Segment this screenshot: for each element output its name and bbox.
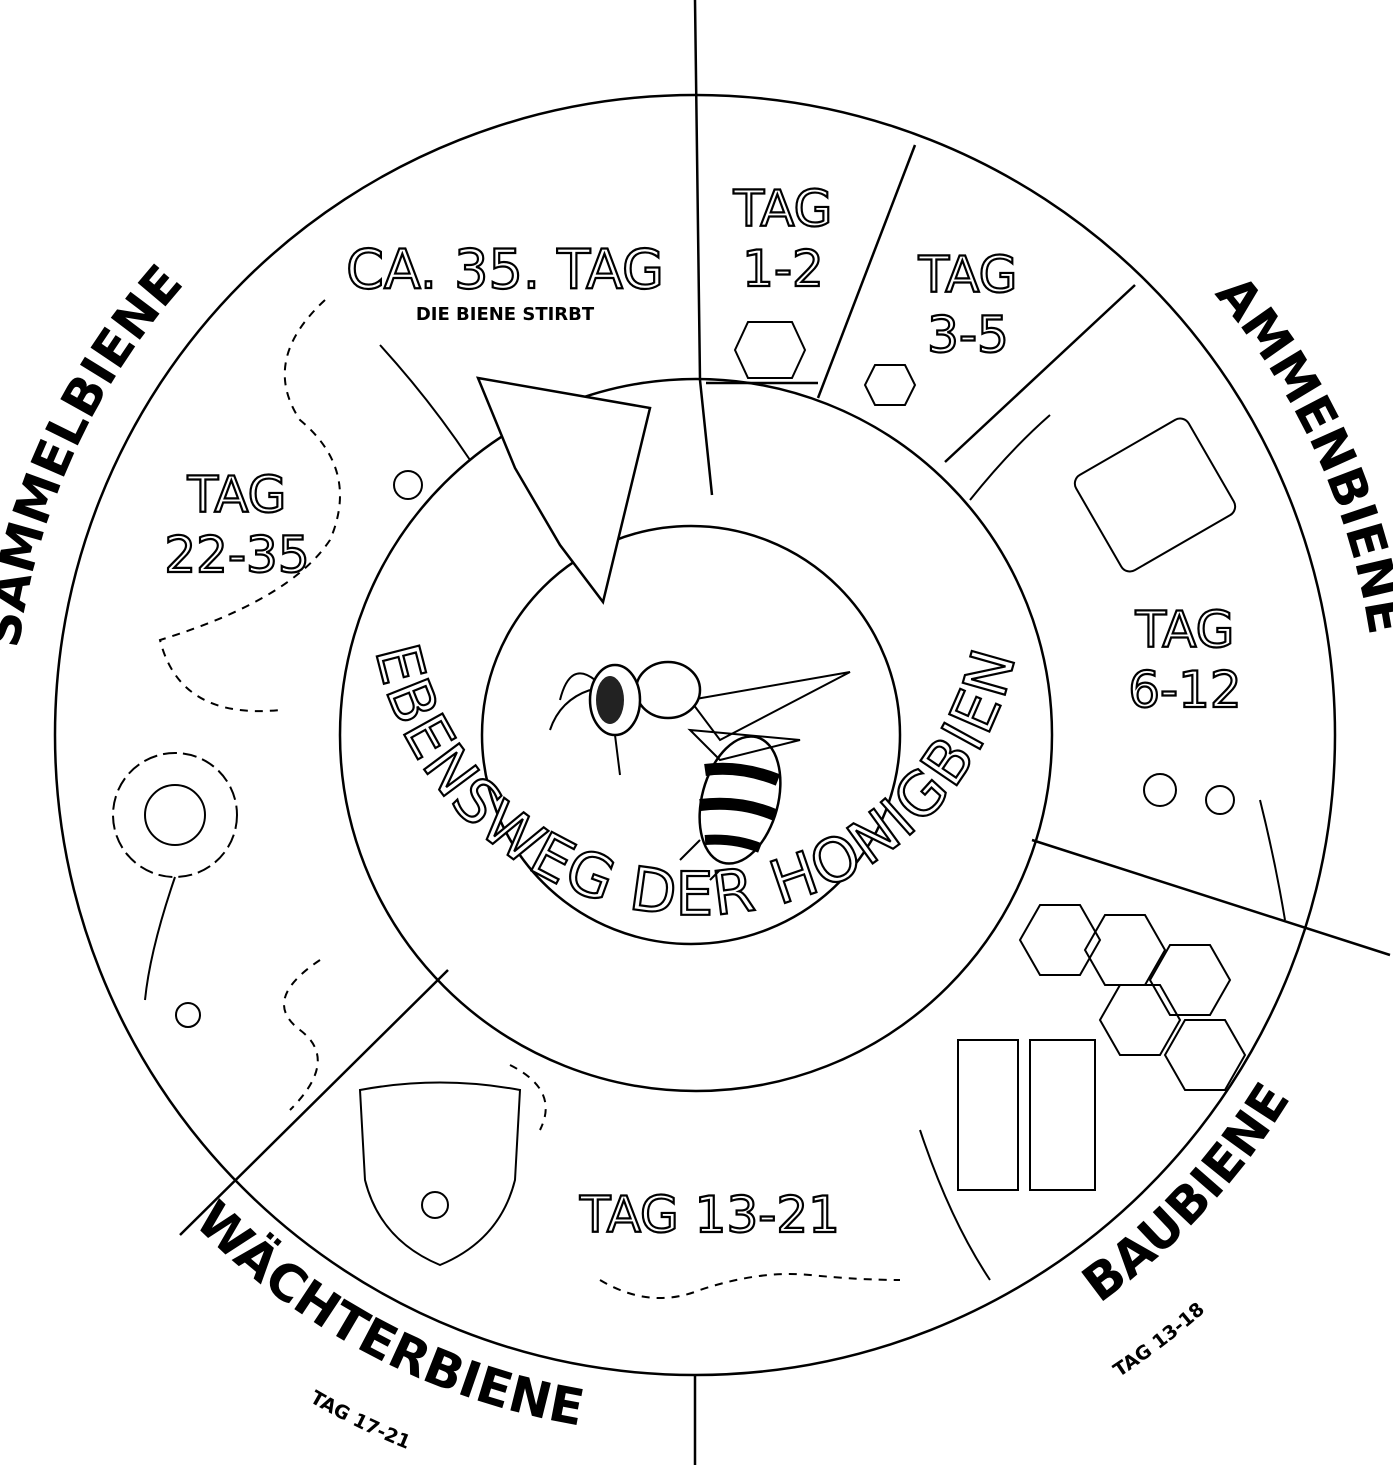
stage-day6-12-label: TAG [1135, 601, 1235, 659]
stage-death-subtitle: DIE BIENE STIRBT [416, 304, 595, 325]
plant-sprig-icon [379, 344, 471, 461]
honeycomb-icon [1018, 904, 1247, 1091]
role-label-ammenbiene: AMMENBIENE [1205, 265, 1393, 638]
divider-ammen-bau [1031, 838, 1391, 957]
stage-day6-12-range: 6-12 [1128, 661, 1241, 719]
bee-illustration-icon [549, 660, 851, 881]
brood-cell-icon [1073, 417, 1237, 573]
role-days-waechterbiene: TAG 17-21 [306, 1387, 413, 1454]
wax-column-icon [1029, 1039, 1096, 1191]
divider-day3-6 [944, 284, 1136, 463]
wax-column-icon [957, 1039, 1019, 1191]
stage-day3-5-label: TAG [918, 246, 1018, 304]
divider-day1-3 [816, 144, 917, 399]
flower-icon [421, 1191, 449, 1219]
decorations [112, 299, 1286, 1299]
flower-icon [1143, 773, 1177, 807]
plant-sprig-icon [1259, 799, 1286, 921]
stage-day22-35-range: 22-35 [164, 526, 309, 584]
flower-icon [1205, 785, 1235, 815]
sunflower-icon [112, 752, 238, 1001]
stage-day3-5-range: 3-5 [927, 306, 1009, 364]
divider-top [693, 0, 714, 496]
shield-icon [358, 1081, 522, 1267]
stage-day1-2-range: 1-2 [742, 240, 824, 298]
stage-day13-21-label: TAG 13-21 [579, 1186, 840, 1244]
honeycomb-cell-icon [733, 321, 807, 379]
cycle-arrow-icon [475, 376, 652, 605]
divider-sammel-waechter [179, 969, 449, 1236]
inner-ring-outer-edge [338, 377, 1054, 1093]
role-label-sammelbiene: SAMMELBIENE [0, 254, 194, 651]
inner-ring-inner-edge [480, 524, 902, 946]
honeycomb-cell-icon [863, 364, 917, 406]
role-days-baubiene: TAG 13-18 [1110, 1298, 1209, 1381]
stage-death-title: CA. 35. TAG [346, 238, 664, 301]
plant-sprig-icon [919, 1129, 991, 1281]
flower-icon [175, 1002, 201, 1028]
plant-sprig-icon [969, 414, 1051, 501]
flower-icon [393, 470, 423, 500]
stage-day22-35-label: TAG [187, 466, 287, 524]
section-dividers [179, 0, 1391, 1465]
role-label-baubiene: BAUBIENE [1072, 1073, 1301, 1313]
stage-day1-2-label: TAG [733, 180, 833, 238]
